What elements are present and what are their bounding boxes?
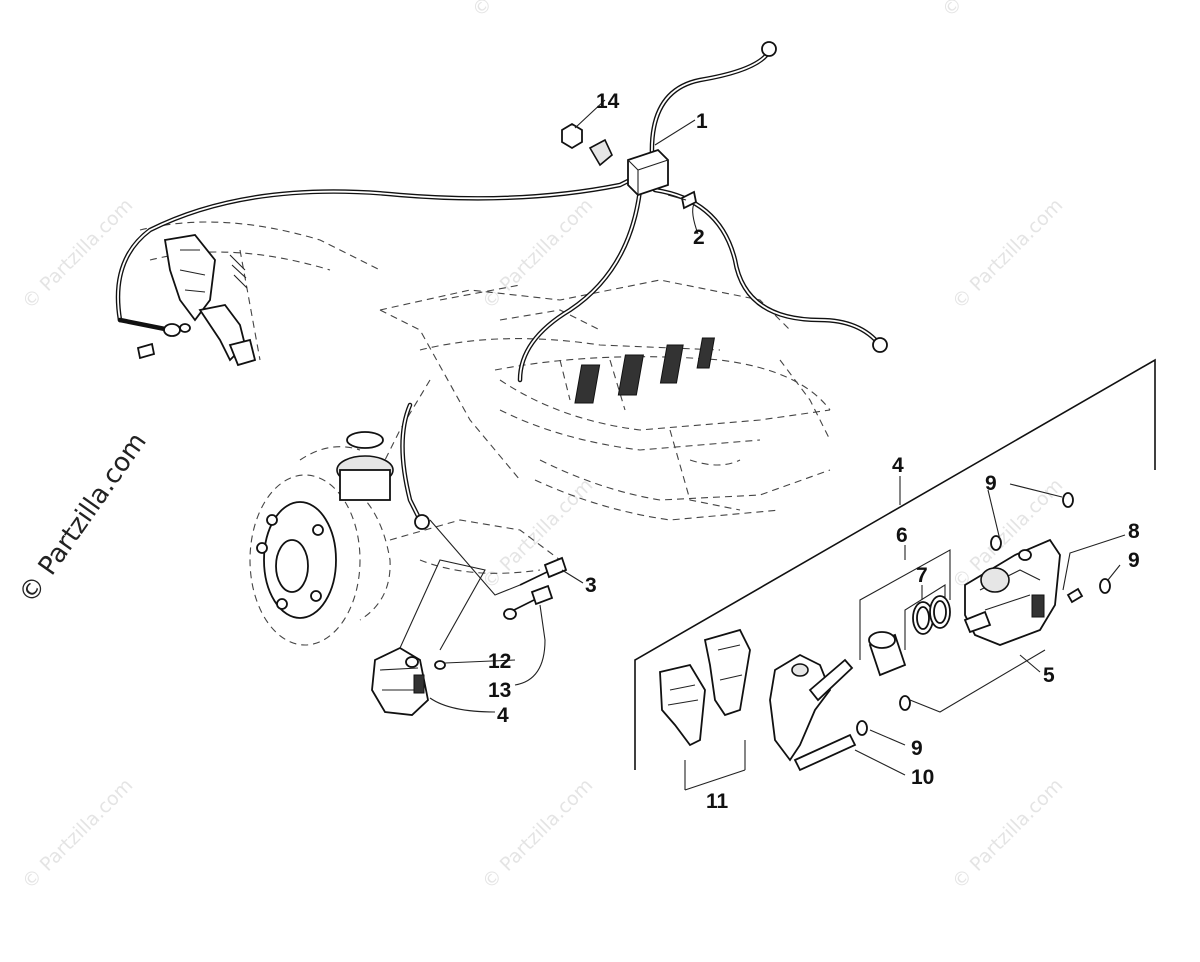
callout-5: 5 — [1043, 664, 1055, 687]
callout-10: 10 — [911, 766, 934, 789]
installed-caliper — [371, 519, 521, 716]
callout-labels: 14 1 2 3 4 4 5 6 7 8 9 9 9 10 11 12 13 — [488, 90, 1140, 813]
callout-4-installed: 4 — [497, 704, 509, 727]
exploded-caliper-group — [634, 358, 1156, 791]
watermark-layer: © Partzilla.com © Partzilla.com © Partzi… — [13, 0, 1067, 894]
watermark: © Partzilla.com — [18, 774, 137, 893]
caliper-bolts — [503, 556, 568, 620]
callout-12: 12 — [488, 650, 511, 673]
watermark: © Partzilla.com — [938, 0, 1057, 22]
watermark: © Partzilla.com — [478, 194, 597, 313]
callout-9-bottom: 9 — [911, 737, 923, 760]
callout-14: 14 — [596, 90, 620, 113]
callout-8: 8 — [1128, 520, 1140, 543]
callout-9-top: 9 — [985, 472, 997, 495]
brand-watermark: © Partzilla.com — [13, 427, 153, 609]
callout-7: 7 — [916, 564, 928, 587]
callout-4-exploded: 4 — [892, 454, 904, 477]
watermark: © Partzilla.com — [948, 774, 1067, 893]
watermark: © Partzilla.com — [478, 774, 597, 893]
leader-lines — [429, 99, 1126, 776]
callout-6: 6 — [896, 524, 908, 547]
watermark: © Partzilla.com — [468, 0, 587, 22]
master-cylinder — [136, 234, 257, 367]
callout-1: 1 — [696, 110, 708, 133]
callout-3: 3 — [585, 574, 597, 597]
callout-2: 2 — [693, 226, 705, 249]
wheel-hub-assembly — [249, 431, 394, 646]
brake-hose-assembly — [115, 41, 888, 530]
atv-body-phantom — [139, 221, 831, 574]
callout-11: 11 — [706, 790, 729, 813]
watermark: © Partzilla.com — [948, 194, 1067, 313]
callout-13: 13 — [488, 679, 511, 702]
callout-9-right: 9 — [1128, 549, 1140, 572]
